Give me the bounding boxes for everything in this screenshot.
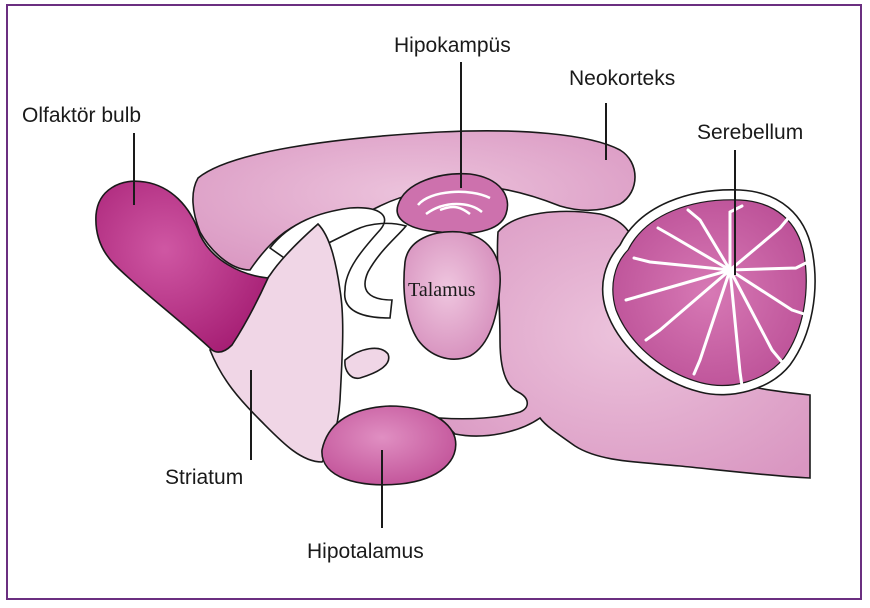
label-hippocampus: Hipokampüs	[394, 34, 511, 57]
label-striatum: Striatum	[165, 466, 243, 489]
label-neocortex: Neokorteks	[569, 67, 675, 90]
striatum-lobe	[345, 348, 389, 378]
hypothalamus-region	[322, 406, 456, 485]
label-olfactory-bulb: Olfaktör bulb	[22, 104, 141, 127]
label-hypothalamus: Hipotalamus	[307, 540, 424, 563]
label-cerebellum: Serebellum	[697, 121, 803, 144]
label-thalamus: Talamus	[408, 279, 476, 301]
